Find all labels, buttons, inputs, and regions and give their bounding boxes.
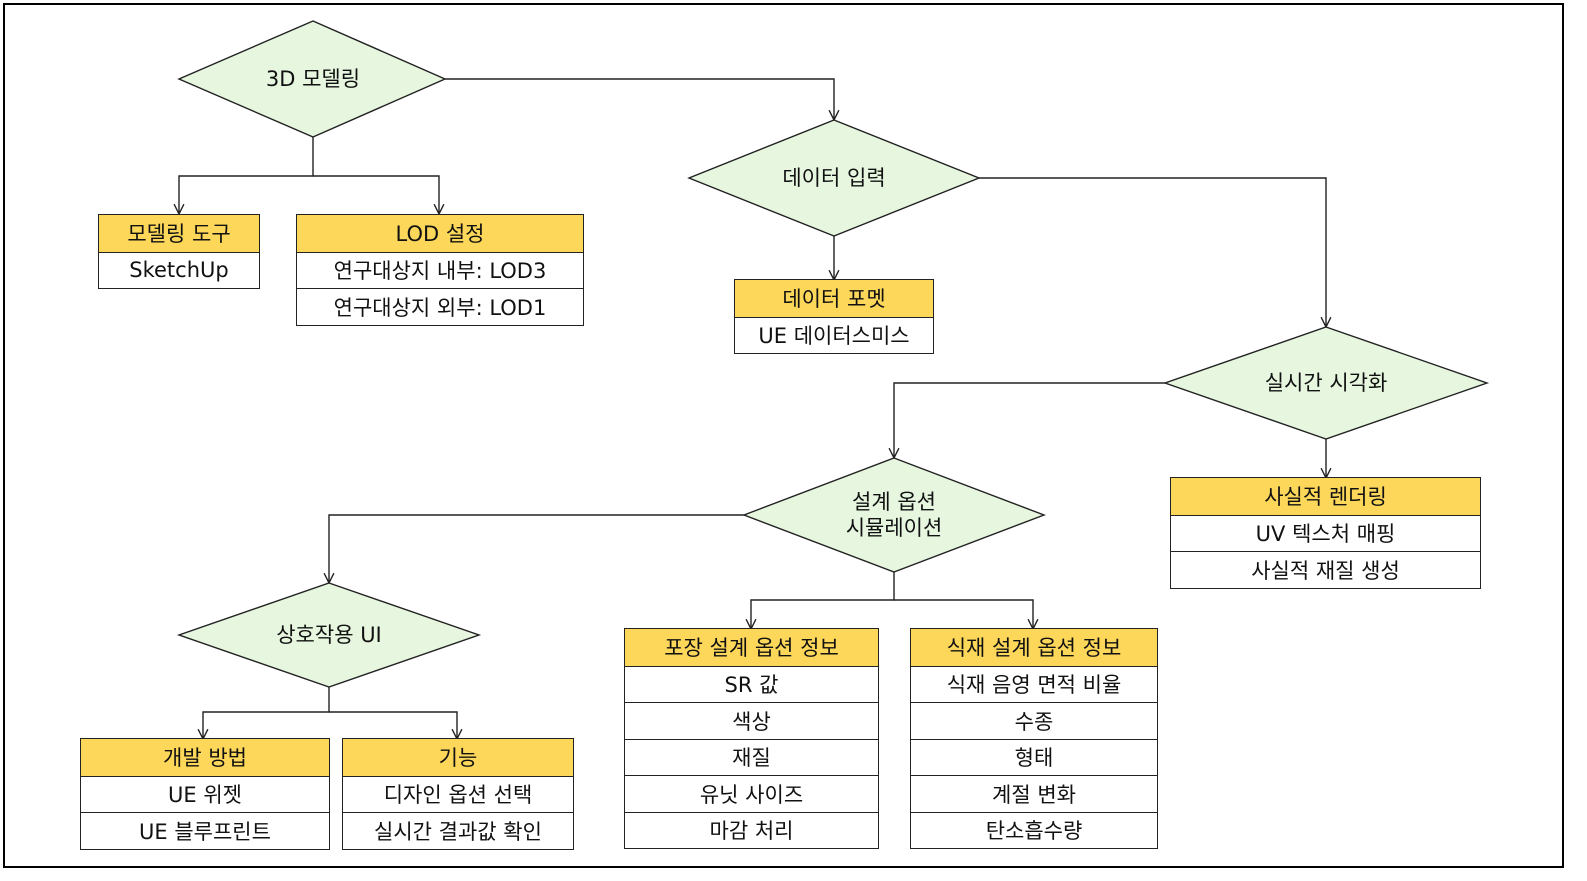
box-item: 재질 bbox=[625, 738, 878, 776]
box-item: SR 값 bbox=[625, 665, 878, 703]
box-realistic-rendering: 사실적 렌더링 UV 텍스처 매핑 사실적 재질 생성 bbox=[1170, 477, 1481, 589]
box-item: 연구대상지 내부: LOD3 bbox=[297, 251, 583, 289]
box-item: UV 텍스처 매핑 bbox=[1171, 514, 1480, 552]
node-interactive-ui: 상호작용 UI bbox=[276, 622, 382, 647]
box-item: 디자인 옵션 선택 bbox=[343, 775, 573, 813]
box-modeling-tool: 모델링 도구 SketchUp bbox=[98, 214, 260, 289]
diagram-frame bbox=[3, 3, 1564, 868]
box-item: 마감 처리 bbox=[625, 811, 878, 849]
box-item: 연구대상지 외부: LOD1 bbox=[297, 288, 583, 325]
connector-modeling-to-lod bbox=[313, 175, 439, 213]
box-item: 색상 bbox=[625, 702, 878, 739]
connector-data-input-to-realtime bbox=[979, 177, 1326, 326]
box-header: 기능 bbox=[343, 739, 573, 776]
node-design-option-simulation: 설계 옵션 시뮬레이션 bbox=[794, 485, 994, 545]
box-header: 데이터 포멧 bbox=[735, 280, 933, 317]
box-item: 사실적 재질 생성 bbox=[1171, 551, 1480, 588]
box-planting-options: 식재 설계 옵션 정보 식재 음영 면적 비율 수종 형태 계절 변화 탄소흡수… bbox=[910, 628, 1158, 849]
box-function: 기능 디자인 옵션 선택 실시간 결과값 확인 bbox=[342, 738, 574, 850]
box-item: 식재 음영 면적 비율 bbox=[911, 665, 1157, 703]
box-item: 계절 변화 bbox=[911, 775, 1157, 812]
connector-design-sim-trunk bbox=[751, 572, 895, 628]
connector-modeling-to-data-input bbox=[445, 78, 834, 119]
box-item: 형태 bbox=[911, 738, 1157, 776]
box-header: 식재 설계 옵션 정보 bbox=[911, 629, 1157, 666]
box-item: UE 블루프린트 bbox=[81, 812, 329, 849]
box-item: 실시간 결과값 확인 bbox=[343, 812, 573, 849]
box-header: 사실적 렌더링 bbox=[1171, 478, 1480, 515]
connector-modeling-trunk bbox=[179, 137, 314, 213]
box-header: LOD 설정 bbox=[297, 215, 583, 252]
node-data-input: 데이터 입력 bbox=[782, 165, 886, 190]
node-realtime-visualization: 실시간 시각화 bbox=[1264, 370, 1388, 395]
box-dev-method: 개발 방법 UE 위젯 UE 블루프린트 bbox=[80, 738, 330, 850]
box-item: 탄소흡수량 bbox=[911, 811, 1157, 849]
box-data-format: 데이터 포멧 UE 데이터스미스 bbox=[734, 279, 934, 354]
connector-ui-to-function bbox=[329, 711, 457, 738]
box-item: SketchUp bbox=[99, 251, 259, 289]
connector-realtime-to-design-sim bbox=[894, 382, 1165, 457]
box-item: UE 데이터스미스 bbox=[735, 316, 933, 354]
node-3d-modeling: 3D 모델링 bbox=[265, 66, 361, 91]
connector-ui-trunk bbox=[203, 687, 330, 738]
box-paving-options: 포장 설계 옵션 정보 SR 값 색상 재질 유닛 사이즈 마감 처리 bbox=[624, 628, 879, 849]
connector-design-sim-to-ui bbox=[329, 514, 744, 582]
box-header: 포장 설계 옵션 정보 bbox=[625, 629, 878, 666]
box-header: 모델링 도구 bbox=[99, 215, 259, 252]
box-item: 유닛 사이즈 bbox=[625, 775, 878, 812]
box-header: 개발 방법 bbox=[81, 739, 329, 776]
node-design-sim-line1: 설계 옵션 bbox=[852, 489, 936, 514]
box-lod-settings: LOD 설정 연구대상지 내부: LOD3 연구대상지 외부: LOD1 bbox=[296, 214, 584, 326]
box-item: UE 위젯 bbox=[81, 775, 329, 813]
box-item: 수종 bbox=[911, 702, 1157, 739]
connector-design-sim-to-planting bbox=[894, 599, 1033, 628]
node-design-sim-line2: 시뮬레이션 bbox=[845, 516, 943, 540]
